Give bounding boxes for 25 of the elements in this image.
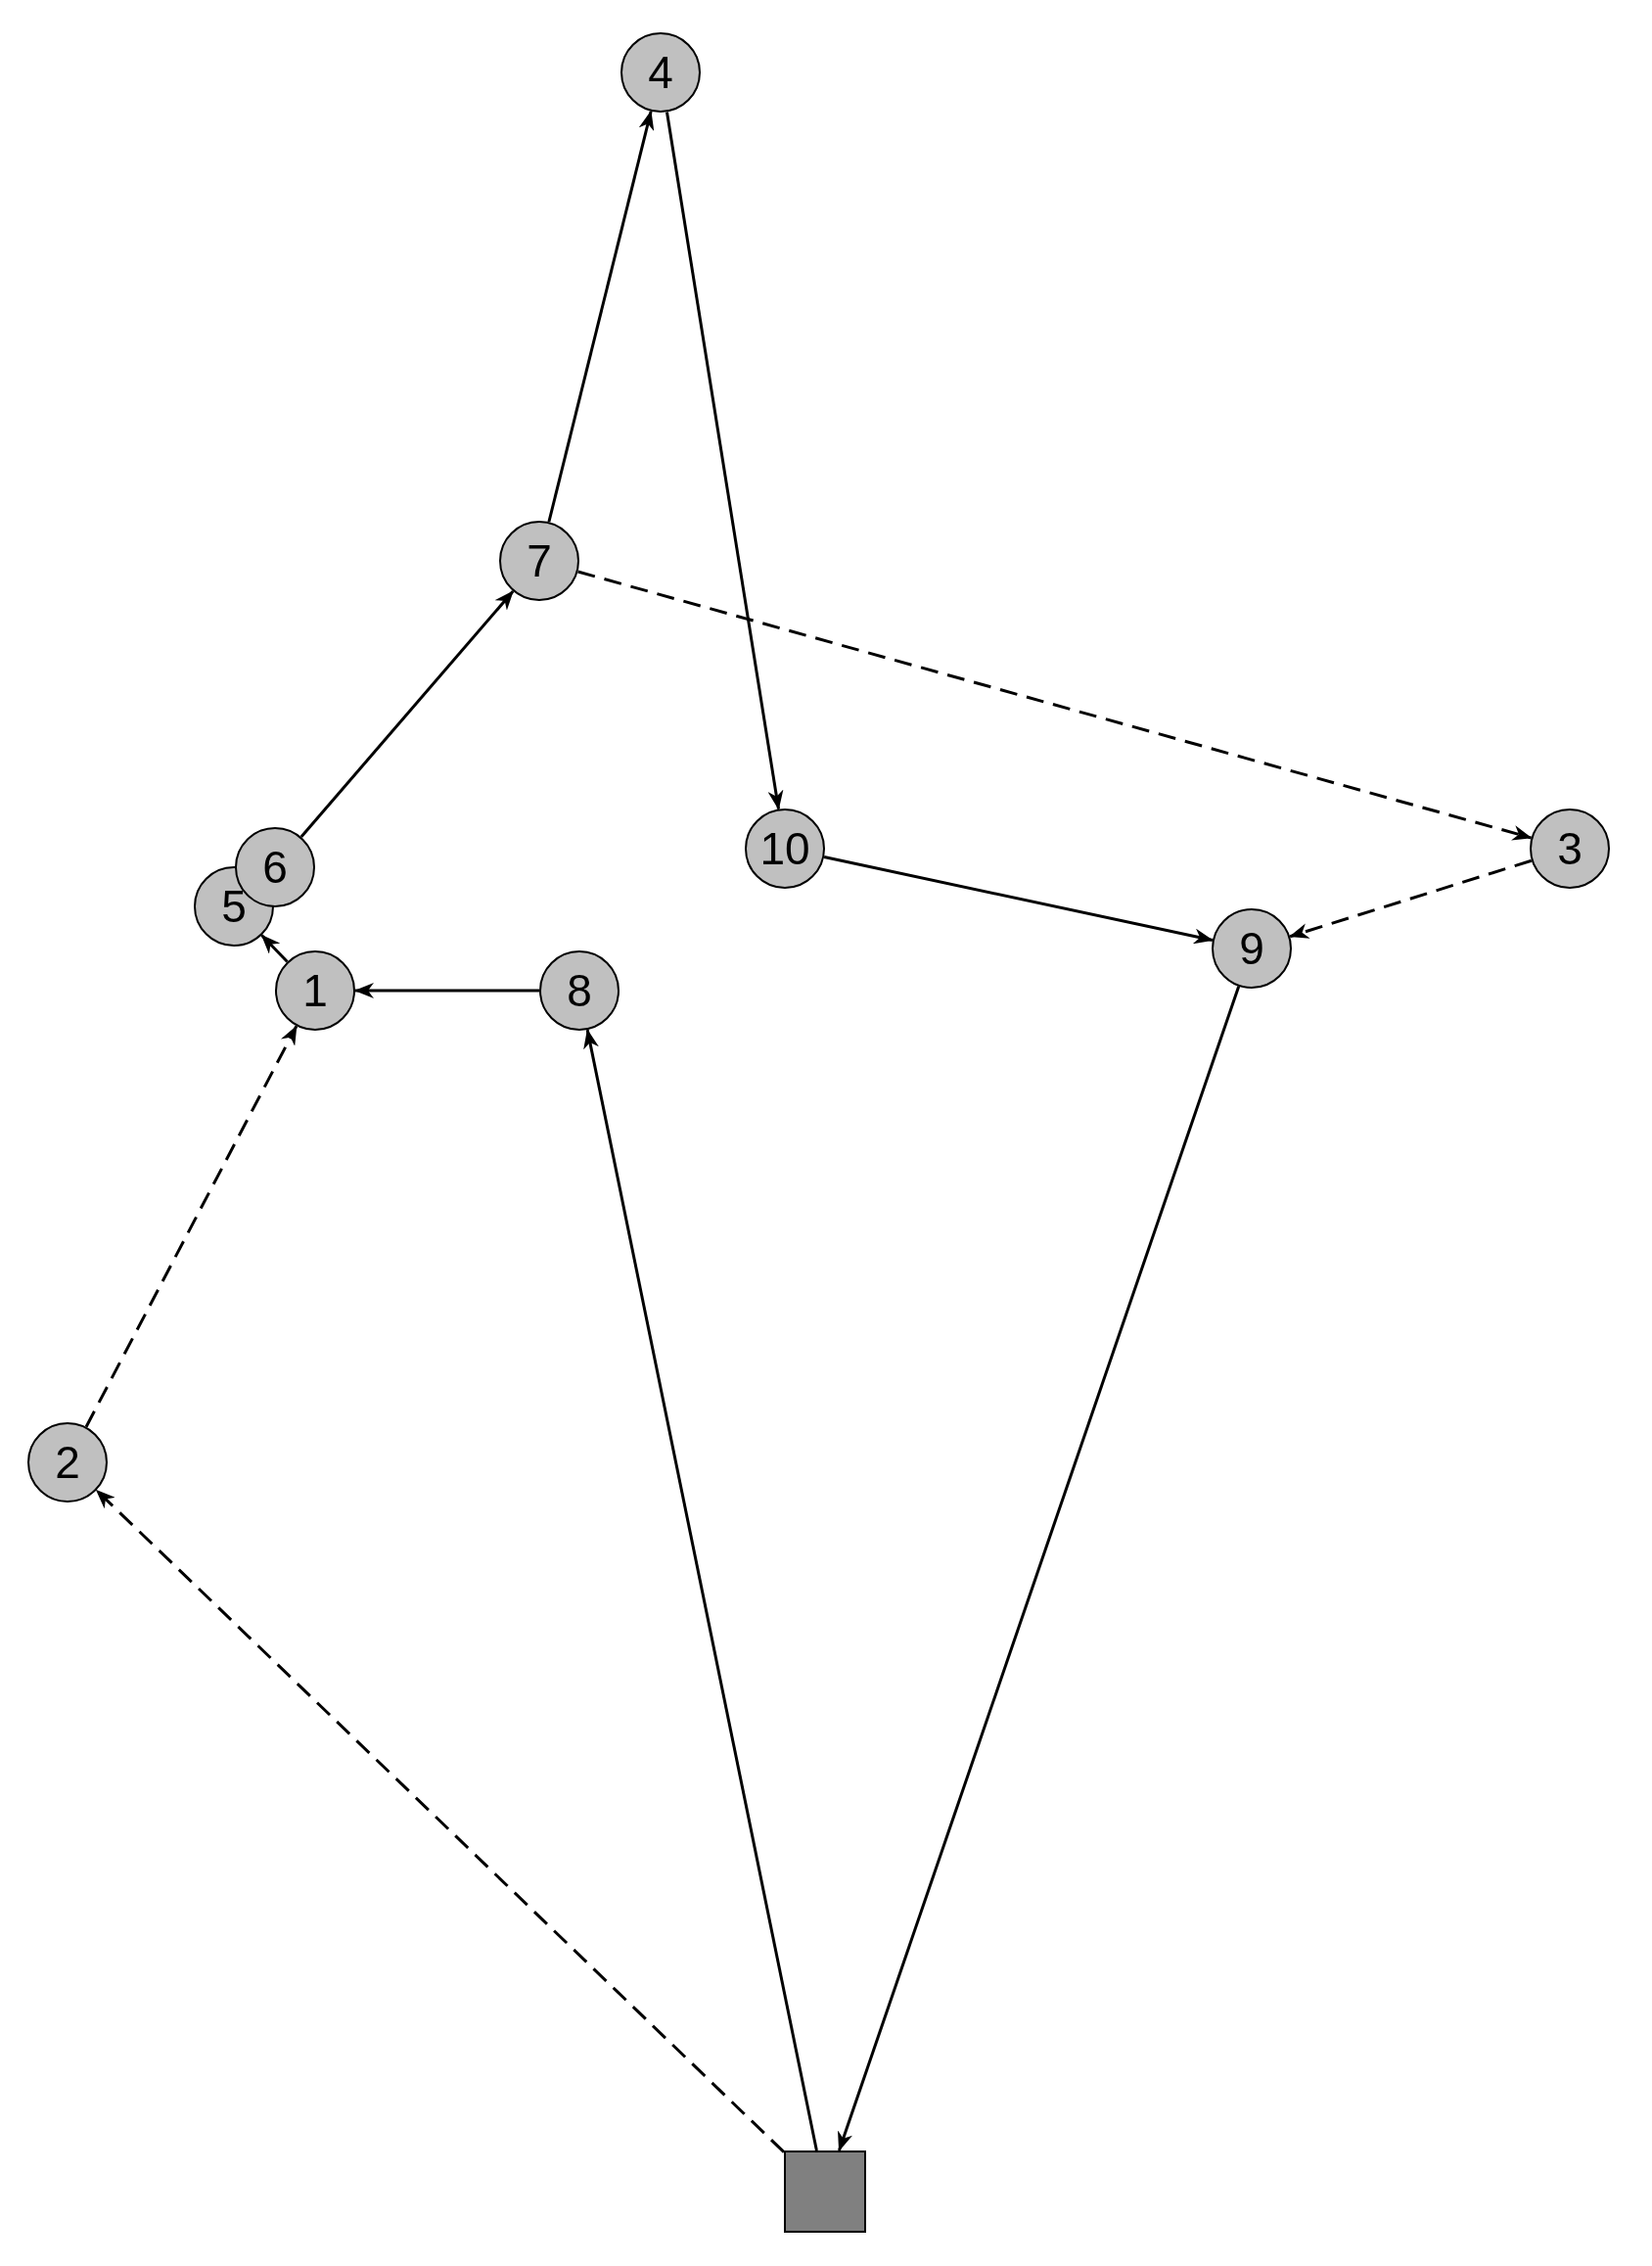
node-number: 10 <box>759 826 810 871</box>
node-number: 5 <box>221 884 247 929</box>
arrow <box>299 590 515 838</box>
node-number: 3 <box>1557 826 1583 871</box>
arrow <box>95 1489 786 2153</box>
node-number: 2 <box>55 1440 80 1485</box>
arrow <box>547 110 655 523</box>
arrow <box>260 934 289 963</box>
square-node <box>784 2150 866 2233</box>
arrow <box>665 112 784 810</box>
arrow <box>577 570 1533 841</box>
arrow <box>838 986 1241 2151</box>
arrow <box>583 1029 818 2151</box>
node-number: 8 <box>567 968 592 1013</box>
node-number: 1 <box>302 968 328 1013</box>
node-number: 7 <box>527 538 552 583</box>
arrow <box>354 983 539 998</box>
node-number: 9 <box>1239 926 1264 971</box>
arrow <box>1289 858 1533 939</box>
arrow <box>84 1025 298 1428</box>
arrow <box>823 856 1214 945</box>
circle-node <box>275 950 355 1031</box>
circle-node <box>27 1422 108 1503</box>
node-number: 4 <box>648 50 673 95</box>
node-number: 6 <box>262 845 288 890</box>
